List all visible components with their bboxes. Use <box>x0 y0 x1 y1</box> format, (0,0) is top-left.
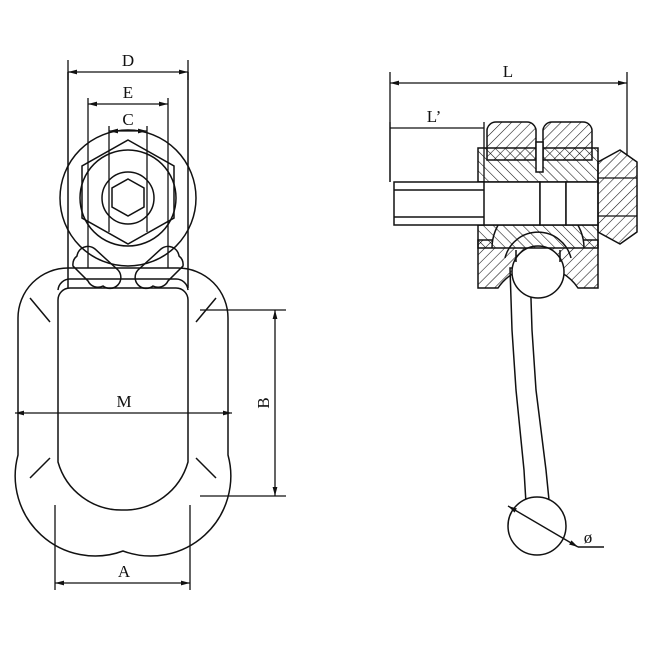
shackle-pin-circle <box>507 496 567 556</box>
bushing-mid <box>539 181 567 226</box>
boss-inner-circle <box>101 171 155 225</box>
diameter-leader-line <box>507 505 579 548</box>
d-ring-inner-recess <box>57 287 189 511</box>
dimension-c <box>108 126 148 232</box>
hex-socket <box>111 178 145 217</box>
diameter-leader <box>507 505 604 548</box>
dim-label-c: C <box>122 110 133 129</box>
front-view-group <box>14 72 232 557</box>
dim-label-e: E <box>123 83 133 102</box>
dimension-a <box>54 505 191 590</box>
shackle-leg-body <box>509 267 552 521</box>
side-view-group: ø <box>389 62 638 556</box>
dim-label-m: M <box>116 392 131 411</box>
boss-middle-circle <box>79 149 177 247</box>
dimension-b <box>200 309 286 497</box>
top-boss-group <box>486 121 593 173</box>
hex-nut-facets <box>598 177 637 217</box>
hex-nut-hatch <box>597 149 638 245</box>
chamfer-tick-tl <box>29 297 51 323</box>
dim-label-b: B <box>254 397 273 408</box>
dim-label-a: A <box>118 562 131 581</box>
hex-nut-outline <box>81 139 175 245</box>
chamfer-tick-bl <box>29 457 51 479</box>
bushing-right <box>565 181 599 226</box>
dimension-e <box>87 98 169 268</box>
center-bushing <box>477 181 599 226</box>
bushing-left <box>477 181 541 226</box>
dim-label-diameter: ø <box>584 528 593 547</box>
swivel-ball <box>511 245 565 299</box>
housing-lower-hatch <box>477 224 599 249</box>
bolt-shank <box>393 181 485 226</box>
dimension-d <box>67 60 189 80</box>
chamfer-tick-br <box>195 457 217 479</box>
d-ring-outer-contour <box>14 267 232 557</box>
dim-label-l-prime: L’ <box>427 107 442 126</box>
shackle-leg <box>509 267 552 521</box>
top-boss-right <box>542 121 593 161</box>
dimension-l-prime <box>389 122 485 182</box>
boss-gap <box>535 141 544 173</box>
dim-label-l: L <box>503 62 513 81</box>
dim-label-d: D <box>122 51 134 70</box>
d-ring-recess-lip <box>57 278 189 291</box>
top-boss-left <box>486 121 537 161</box>
hex-nut-side <box>597 149 638 245</box>
bolt-shank-body <box>393 181 485 226</box>
